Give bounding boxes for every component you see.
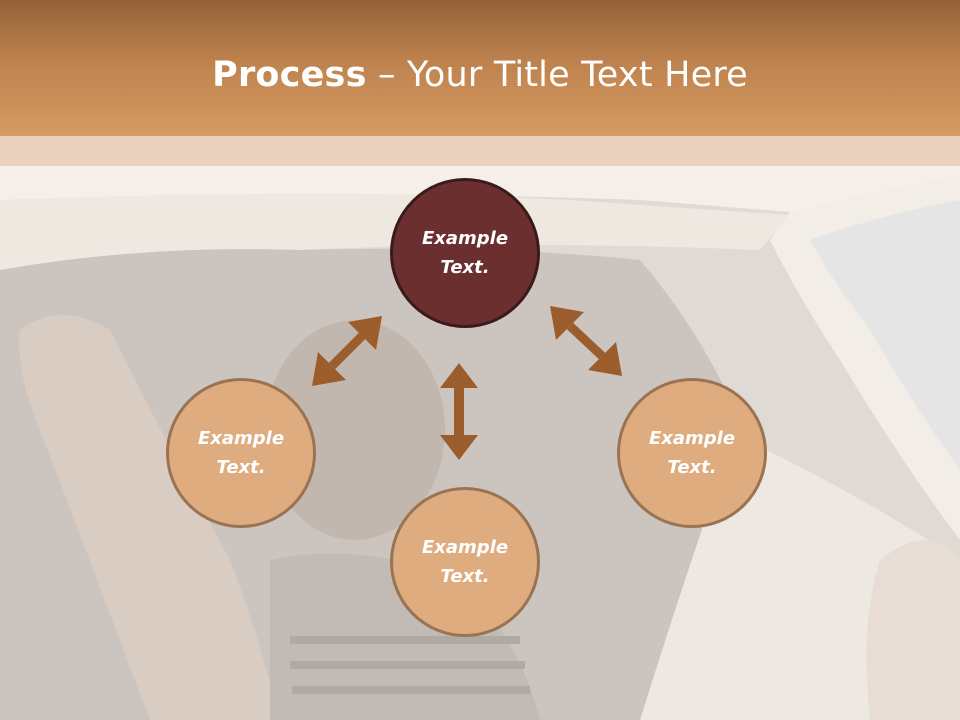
arrow-center-left <box>312 316 382 386</box>
left-node: Example Text. <box>166 378 316 528</box>
left-node-line1: Example <box>197 428 285 449</box>
bottom-node-line1: Example <box>421 537 509 558</box>
right-node: Example Text. <box>617 378 767 528</box>
center-node-line2: Text. <box>440 257 490 278</box>
center-node-line1: Example <box>421 228 509 249</box>
left-node-line2: Text. <box>216 457 266 478</box>
center-node: Example Text. <box>390 178 540 328</box>
right-node-line2: Text. <box>667 457 717 478</box>
title-bold: Process <box>212 55 367 95</box>
bottom-node-line2: Text. <box>440 566 490 587</box>
title-rest: – Your Title Text Here <box>366 55 748 95</box>
arrow-center-right <box>550 306 622 376</box>
title-bar <box>0 0 960 136</box>
title-strip <box>0 136 960 166</box>
right-node-line1: Example <box>648 428 736 449</box>
arrow-center-bottom <box>440 363 478 460</box>
bottom-node: Example Text. <box>390 487 540 637</box>
slide-title: Process – Your Title Text Here <box>0 52 960 98</box>
